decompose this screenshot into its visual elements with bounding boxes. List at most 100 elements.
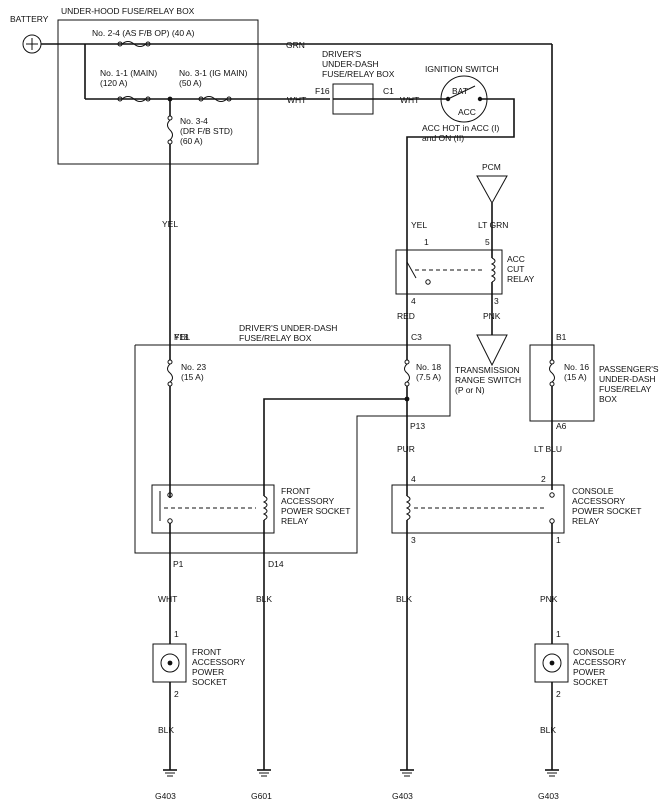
battery-label: BATTERY: [10, 14, 49, 24]
drv-box-top-l3: FUSE/RELAY BOX: [322, 69, 395, 79]
console-relay-l3: POWER SOCKET: [572, 506, 641, 516]
fuse-3-1-icon: [198, 96, 232, 102]
console-relay-l1: CONSOLE: [572, 486, 614, 496]
wire-blk-2: BLK: [396, 594, 412, 604]
fuse-3-4-desc: (DR F/B STD): [180, 126, 233, 136]
conn-c3: C3: [411, 332, 422, 342]
pin-cs-2: 2: [556, 689, 561, 699]
ground-icon: [163, 769, 177, 777]
wire-yel-1b: YEL: [162, 219, 178, 229]
front-relay-box: [151, 484, 275, 534]
wire-lt-blu: LT BLU: [534, 444, 562, 454]
ground-g403-front: G403: [155, 791, 176, 801]
pcm-label: PCM: [482, 162, 501, 172]
fuse-23-icon: [166, 359, 174, 387]
wire-blk-4: BLK: [540, 725, 556, 735]
conn-d14: D14: [268, 559, 284, 569]
front-socket-l3: POWER: [192, 667, 224, 677]
wire-grn: GRN: [286, 40, 305, 50]
front-socket-l2: ACCESSORY: [192, 657, 246, 667]
fuse-3-4-rating: (60 A): [180, 136, 203, 146]
wire-blk-1: BLK: [256, 594, 272, 604]
underhood-fuse-box: [57, 19, 259, 165]
trans-switch-l2: RANGE SWITCH: [455, 375, 521, 385]
ground-icon: [257, 769, 271, 777]
pin-cr-3: 3: [411, 535, 416, 545]
pin-cr-1: 1: [556, 535, 561, 545]
console-socket-icon: [542, 653, 562, 673]
battery-symbol-icon: [22, 34, 42, 54]
pass-fuse-box: [529, 344, 595, 422]
drv-box-top-l2: UNDER-DASH: [322, 59, 379, 69]
pin-relay-3: 3: [494, 296, 499, 306]
pass-box-l2: UNDER-DASH: [599, 374, 656, 384]
drv-box-mid-l2: FUSE/RELAY BOX: [239, 333, 312, 343]
fuse-16-label: No. 16: [564, 362, 589, 372]
pcm-icon: [476, 175, 508, 205]
ground-g403-console: G403: [538, 791, 559, 801]
console-relay-l2: ACCESSORY: [572, 496, 626, 506]
ground-g403-mid: G403: [392, 791, 413, 801]
front-socket-l1: FRONT: [192, 647, 221, 657]
wire-wht-2: WHT: [400, 95, 419, 105]
fuse-18-rating: (7.5 A): [416, 372, 441, 382]
console-relay-l4: RELAY: [572, 516, 600, 526]
conn-p1: P1: [173, 559, 184, 569]
acc-cut-relay-box: [395, 249, 503, 295]
trans-switch-icon: [476, 334, 508, 367]
ground-g601: G601: [251, 791, 272, 801]
drv-box-top-l1: DRIVER'S: [322, 49, 362, 59]
acc-relay-l3: RELAY: [507, 274, 535, 284]
conn-b1: B1: [556, 332, 567, 342]
console-relay-coil-icon: [405, 490, 411, 770]
wire-wht-1: WHT: [287, 95, 306, 105]
fuse-3-4-label: No. 3-4: [180, 116, 208, 126]
acc-hot-l1: ACC HOT in ACC (I): [422, 123, 499, 133]
conn-f18: F18: [174, 332, 189, 342]
front-socket-l4: SOCKET: [192, 677, 227, 687]
fuse-1-1-icon: [117, 96, 151, 102]
pin-fs-1: 1: [174, 629, 179, 639]
acc-relay-coil-icon: [490, 230, 496, 320]
fuse-3-1-rating: (50 A): [179, 78, 202, 88]
front-relay-coil-icon: [262, 490, 268, 770]
acc-relay-l1: ACC: [507, 254, 525, 264]
front-relay-l2: ACCESSORY: [281, 496, 335, 506]
ground-icon: [400, 769, 414, 777]
wire-pur: PUR: [397, 444, 415, 454]
underhood-box-label: UNDER-HOOD FUSE/RELAY BOX: [61, 6, 195, 16]
wire-red: RED: [397, 311, 415, 321]
conn-a6: A6: [556, 421, 567, 431]
fuse-23-rating: (15 A): [181, 372, 204, 382]
front-relay-l1: FRONT: [281, 486, 310, 496]
fuse-3-4-icon: [167, 115, 173, 145]
ign-bat: BAT: [452, 86, 468, 96]
wire-yel-2: YEL: [411, 220, 427, 230]
fuse-18-icon: [403, 359, 411, 387]
console-socket-l3: POWER: [573, 667, 605, 677]
pin-relay-1: 1: [424, 237, 429, 247]
fuse-2-4-label: No. 2-4 (AS F/B OP) (40 A): [92, 28, 195, 38]
pin-relay-5: 5: [485, 237, 490, 247]
conn-p13: P13: [410, 421, 425, 431]
conn-c1: C1: [383, 86, 394, 96]
trans-switch-l3: (P or N): [455, 385, 485, 395]
console-socket-l4: SOCKET: [573, 677, 608, 687]
fuse-1-1-label: No. 1-1 (MAIN): [100, 68, 157, 78]
fuse-2-4-icon: [117, 41, 151, 47]
ground-icon: [545, 769, 559, 777]
fuse-16-icon: [548, 359, 556, 387]
ign-switch-label: IGNITION SWITCH: [425, 64, 499, 74]
wire-blk-3: BLK: [158, 725, 174, 735]
pass-box-l3: FUSE/RELAY: [599, 384, 652, 394]
front-relay-l3: POWER SOCKET: [281, 506, 350, 516]
pin-cr-2: 2: [541, 474, 546, 484]
fuse-1-1-rating: (120 A): [100, 78, 128, 88]
drv-box-mid-l1: DRIVER'S UNDER-DASH: [239, 323, 337, 333]
front-socket-icon: [160, 653, 180, 673]
acc-hot-l2: and ON (II): [422, 133, 464, 143]
acc-relay-l2: CUT: [507, 264, 524, 274]
front-relay-l4: RELAY: [281, 516, 309, 526]
pin-fs-2: 2: [174, 689, 179, 699]
